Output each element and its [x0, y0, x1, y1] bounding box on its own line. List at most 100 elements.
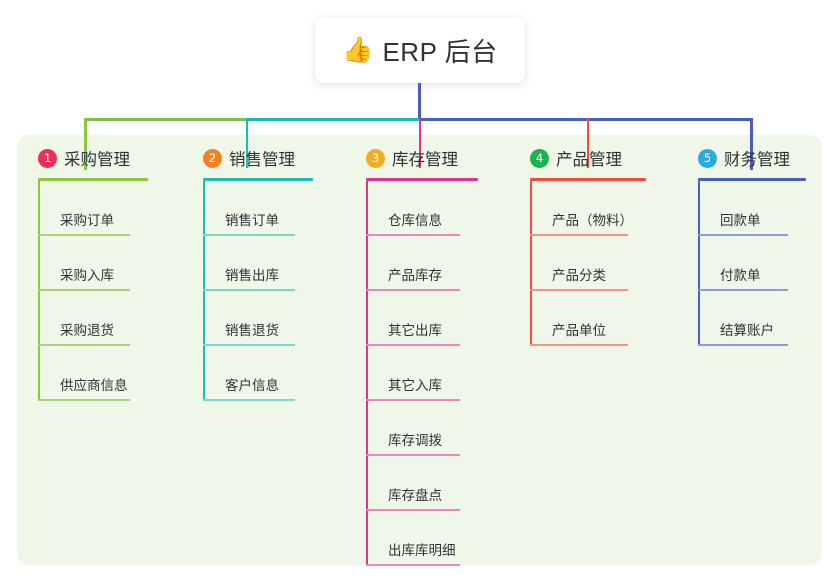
branch-drop-3: [418, 118, 421, 168]
leaf-underline: [38, 234, 130, 236]
root-title: ERP 后台: [382, 37, 498, 67]
leaf-item[interactable]: 仓库信息: [366, 181, 478, 236]
leaf-underline: [366, 509, 460, 511]
leaf-item[interactable]: 产品库存: [366, 236, 478, 291]
leaf-underline: [38, 399, 130, 401]
leaf-item[interactable]: 库存盘点: [366, 456, 478, 511]
branch-title-1: 采购管理: [64, 151, 130, 169]
leaf-underline: [366, 344, 460, 346]
branch-column-3: 3 库存管理仓库信息产品库存其它出库其它入库库存调拨库存盘点出库库明细: [366, 143, 478, 566]
leaf-trunk-5: [698, 181, 700, 346]
branch-header-4[interactable]: 4 产品管理: [530, 143, 646, 173]
leaf-trunk-1: [38, 181, 40, 401]
branch-title-2: 销售管理: [229, 151, 295, 169]
branch-header-3[interactable]: 3 库存管理: [366, 143, 478, 173]
branch-badge-1: 1: [38, 148, 57, 168]
branch-drop-4: [586, 118, 589, 168]
branch-underline-3: [366, 178, 478, 181]
leaf-underline: [203, 234, 295, 236]
leaf-label: 产品单位: [552, 323, 606, 338]
leaf-trunk-2: [203, 181, 205, 401]
leaf-list-1: 采购订单采购入库采购退货供应商信息: [38, 181, 148, 401]
leaf-label: 客户信息: [225, 378, 279, 393]
bus-segment-green: [84, 118, 247, 121]
leaf-underline: [698, 234, 788, 236]
branch-column-5: 5 财务管理回款单付款单结算账户: [698, 143, 806, 346]
leaf-item[interactable]: 销售出库: [203, 236, 313, 291]
leaf-item[interactable]: 供应商信息: [38, 346, 148, 401]
leaf-trunk-3: [366, 181, 368, 566]
branch-badge-5: 5: [698, 148, 717, 168]
leaf-underline: [203, 344, 295, 346]
leaf-label: 销售出库: [225, 268, 279, 283]
leaf-item[interactable]: 出库库明细: [366, 511, 478, 566]
leaf-list-5: 回款单付款单结算账户: [698, 181, 806, 346]
leaf-label: 库存盘点: [388, 488, 442, 503]
leaf-underline: [366, 289, 460, 291]
leaf-underline: [366, 234, 460, 236]
leaf-underline: [366, 564, 460, 566]
leaf-underline: [698, 289, 788, 291]
leaf-item[interactable]: 产品单位: [530, 291, 646, 346]
leaf-item[interactable]: 付款单: [698, 236, 806, 291]
leaf-item[interactable]: 客户信息: [203, 346, 313, 401]
leaf-label: 仓库信息: [388, 213, 442, 228]
leaf-item[interactable]: 库存调拨: [366, 401, 478, 456]
leaf-item[interactable]: 销售退货: [203, 291, 313, 346]
branch-column-2: 2 销售管理销售订单销售出库销售退货客户信息: [203, 143, 313, 401]
leaf-label: 采购退货: [60, 323, 114, 338]
leaf-item[interactable]: 产品分类: [530, 236, 646, 291]
leaf-underline: [203, 289, 295, 291]
branch-badge-4: 4: [530, 148, 549, 168]
leaf-item[interactable]: 采购入库: [38, 236, 148, 291]
branch-underline-1: [38, 178, 148, 181]
leaf-list-4: 产品（物料） 产品分类产品单位: [530, 181, 646, 346]
branch-column-1: 1 采购管理采购订单采购入库采购退货供应商信息: [38, 143, 148, 401]
leaf-label: 其它入库: [388, 378, 442, 393]
branch-column-4: 4 产品管理产品（物料） 产品分类产品单位: [530, 143, 646, 346]
leaf-label: 库存调拨: [388, 433, 442, 448]
leaf-underline: [38, 289, 130, 291]
branch-title-4: 产品管理: [556, 151, 622, 169]
leaf-label: 产品（物料）: [552, 213, 633, 228]
branch-header-1[interactable]: 1 采购管理: [38, 143, 148, 173]
leaf-label: 产品库存: [388, 268, 442, 283]
branch-title-5: 财务管理: [724, 151, 790, 169]
leaf-item[interactable]: 采购退货: [38, 291, 148, 346]
leaf-label: 结算账户: [720, 323, 774, 338]
leaf-list-3: 仓库信息产品库存其它出库其它入库库存调拨库存盘点出库库明细: [366, 181, 478, 566]
branch-header-5[interactable]: 5 财务管理: [698, 143, 806, 173]
leaf-trunk-4: [530, 181, 532, 346]
leaf-item[interactable]: 结算账户: [698, 291, 806, 346]
branch-panel: [17, 135, 822, 565]
leaf-item[interactable]: 采购订单: [38, 181, 148, 236]
leaf-underline: [366, 399, 460, 401]
branch-badge-2: 2: [203, 148, 222, 168]
leaf-item[interactable]: 其它入库: [366, 346, 478, 401]
branch-underline-4: [530, 178, 646, 181]
leaf-underline: [366, 454, 460, 456]
root-stem: [418, 83, 421, 120]
root-node[interactable]: 👍 ERP 后台: [315, 18, 525, 83]
leaf-item[interactable]: 产品（物料）: [530, 181, 646, 236]
bus-segment-blue: [419, 118, 752, 121]
leaf-label: 采购入库: [60, 268, 114, 283]
leaf-label: 付款单: [720, 268, 761, 283]
bus-segment-teal: [246, 118, 421, 121]
leaf-underline: [530, 289, 628, 291]
branch-title-3: 库存管理: [392, 151, 458, 169]
leaf-label: 销售订单: [225, 213, 279, 228]
leaf-underline: [203, 399, 295, 401]
leaf-label: 采购订单: [60, 213, 114, 228]
leaf-item[interactable]: 回款单: [698, 181, 806, 236]
leaf-item[interactable]: 销售订单: [203, 181, 313, 236]
leaf-underline: [698, 344, 788, 346]
branch-badge-3: 3: [366, 148, 385, 168]
branch-underline-2: [203, 178, 313, 181]
leaf-label: 其它出库: [388, 323, 442, 338]
leaf-label: 产品分类: [552, 268, 606, 283]
branch-drop-5: [749, 118, 752, 168]
leaf-item[interactable]: 其它出库: [366, 291, 478, 346]
branch-header-2[interactable]: 2 销售管理: [203, 143, 313, 173]
